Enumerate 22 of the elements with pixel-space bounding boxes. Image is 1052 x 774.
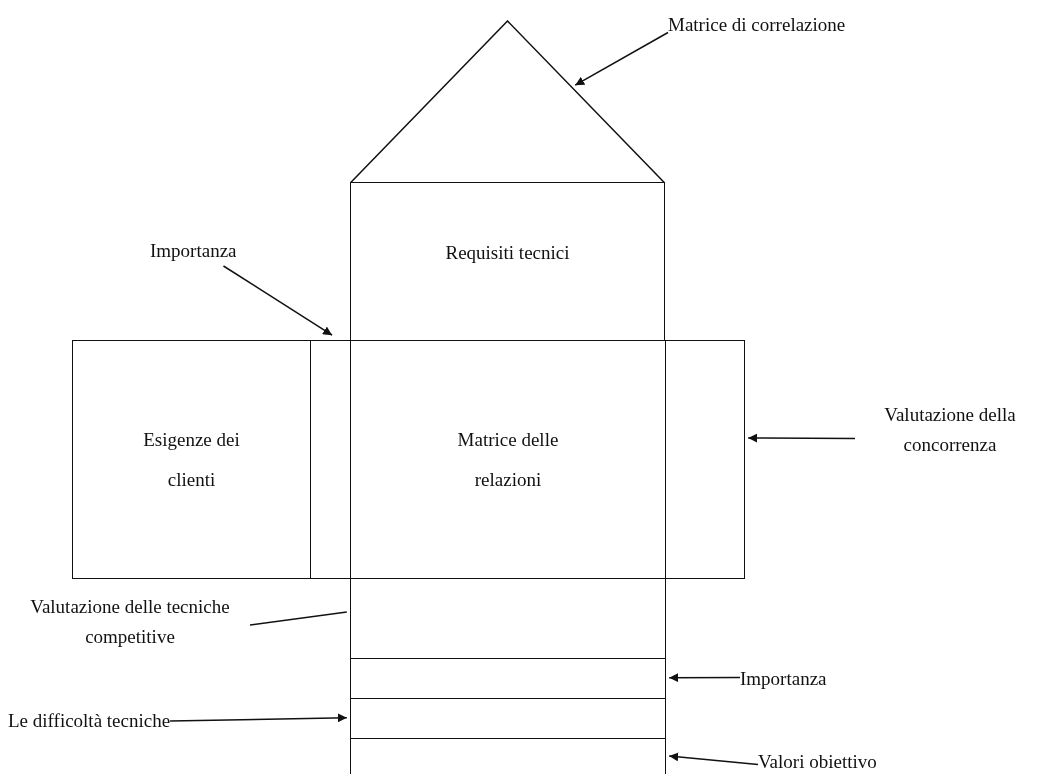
leader-arrow [668,673,741,683]
callout-label: Matrice di correlazione [668,10,846,40]
matrix-section [310,340,351,579]
leader-arrow [169,713,348,723]
callout-label: Importanza [740,664,827,694]
leader-arrow [747,433,856,443]
matrix-section [350,658,666,699]
matrix-section: Requisiti tecnici [350,182,665,341]
callout-label: Valutazione delle tecniche competitive [10,592,250,652]
leader-line [249,611,348,626]
leader-arrow [222,265,333,336]
callout-label: Valori obiettivo [758,747,877,774]
matrix-section [350,578,666,659]
leader-arrow [574,31,669,86]
matrix-section [350,738,666,774]
callout-label: Valutazione della concorrenza [855,400,1045,480]
matrix-section [665,340,745,579]
matrix-section: Esigenze dei clienti [72,340,311,579]
matrix-section [350,698,666,739]
leader-arrow [668,752,759,766]
callout-label: Importanza [150,236,237,266]
callout-label: Le difficoltà tecniche [8,706,171,736]
